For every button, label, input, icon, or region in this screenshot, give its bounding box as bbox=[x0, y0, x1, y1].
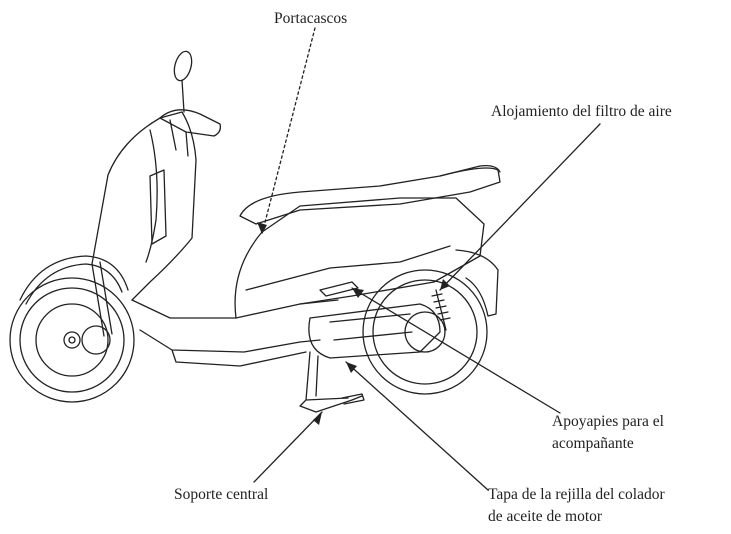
label-oil-strainer-cap-line1: Tapa de la rejilla del colador bbox=[488, 486, 665, 503]
label-passenger-footrest-line2: acompañante bbox=[552, 435, 634, 452]
label-center-stand: Soporte central bbox=[174, 486, 269, 503]
body-panel bbox=[234, 197, 485, 319]
front-cowl bbox=[91, 111, 197, 301]
front-grille bbox=[149, 169, 167, 245]
footrest bbox=[319, 281, 359, 297]
rear-shock bbox=[431, 289, 451, 331]
arrow-center-stand bbox=[313, 412, 322, 425]
label-helmet-holder: Portacascos bbox=[274, 10, 348, 27]
rear-wheel bbox=[362, 269, 488, 395]
center-stand-shape bbox=[299, 351, 363, 413]
rear-rail bbox=[439, 164, 501, 177]
leader-air-filter bbox=[439, 123, 601, 291]
arrow-heads bbox=[257, 222, 450, 425]
leader-oil-strainer bbox=[345, 361, 489, 491]
front-fender bbox=[19, 255, 129, 301]
leader-lines bbox=[253, 27, 601, 491]
arrow-footrest bbox=[352, 288, 364, 298]
leader-helmet-holder bbox=[261, 27, 316, 235]
arrow-oil-strainer bbox=[346, 362, 357, 373]
rear-fender bbox=[455, 249, 499, 317]
engine-case bbox=[308, 303, 441, 359]
handlebar bbox=[159, 109, 222, 137]
seat bbox=[239, 167, 501, 225]
arrow-air-filter bbox=[440, 279, 450, 290]
front-wheel bbox=[9, 277, 135, 403]
leader-center-stand bbox=[253, 411, 323, 483]
label-air-filter-housing: Alojamiento del filtro de aire bbox=[491, 103, 672, 120]
front-fork bbox=[91, 261, 113, 337]
arrow-helmet-holder bbox=[257, 222, 267, 234]
label-oil-strainer-cap-line2: de aceite de motor bbox=[488, 508, 603, 525]
leader-footrest bbox=[351, 287, 561, 414]
label-passenger-footrest-line1: Apoyapies para el bbox=[552, 413, 664, 430]
mirror bbox=[173, 50, 193, 113]
